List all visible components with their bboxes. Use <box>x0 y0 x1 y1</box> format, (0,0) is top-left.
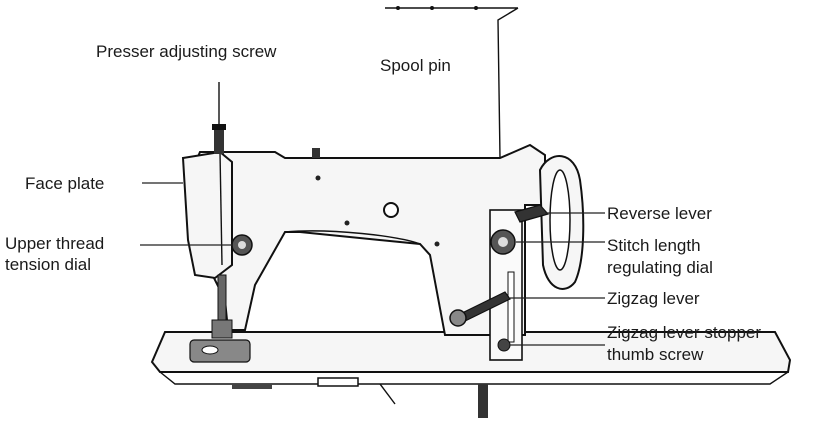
reverse-lever <box>514 204 550 223</box>
stitch-length-label-line2: regulating dial <box>607 258 713 277</box>
presser-screw <box>214 128 224 154</box>
spool-pin-rod <box>385 7 519 159</box>
needle-plate <box>189 339 251 363</box>
spool-pin-label: Spool pin <box>380 56 451 75</box>
stitch-length-label-line1: Stitch length <box>607 236 701 255</box>
upper-thread-label-line1: Upper thread <box>5 234 105 253</box>
reverse-lever-label: Reverse lever <box>607 204 712 223</box>
bed-slot <box>317 377 359 387</box>
zigzag-stopper-label-line2: thumb screw <box>607 345 704 364</box>
zigzag-stopper-screw <box>497 338 511 352</box>
zigzag-lever-label: Zigzag lever <box>607 289 700 308</box>
upper-thread-label-line2: tension dial <box>5 255 92 274</box>
face-plate-label: Face plate <box>25 174 105 193</box>
face-plate-head <box>181 150 233 280</box>
zigzag-stopper-label-line1: Zigzag lever stopper <box>607 323 762 342</box>
presser-adjusting-screw-label: Presser adjusting screw <box>96 42 277 61</box>
